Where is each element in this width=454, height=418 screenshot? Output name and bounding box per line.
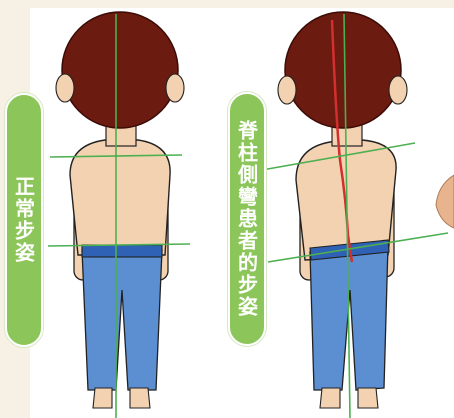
label-scoliosis-gait: 脊柱側彎患者的步姿 bbox=[228, 92, 266, 346]
label-normal-gait: 正常步姿 bbox=[5, 93, 43, 347]
